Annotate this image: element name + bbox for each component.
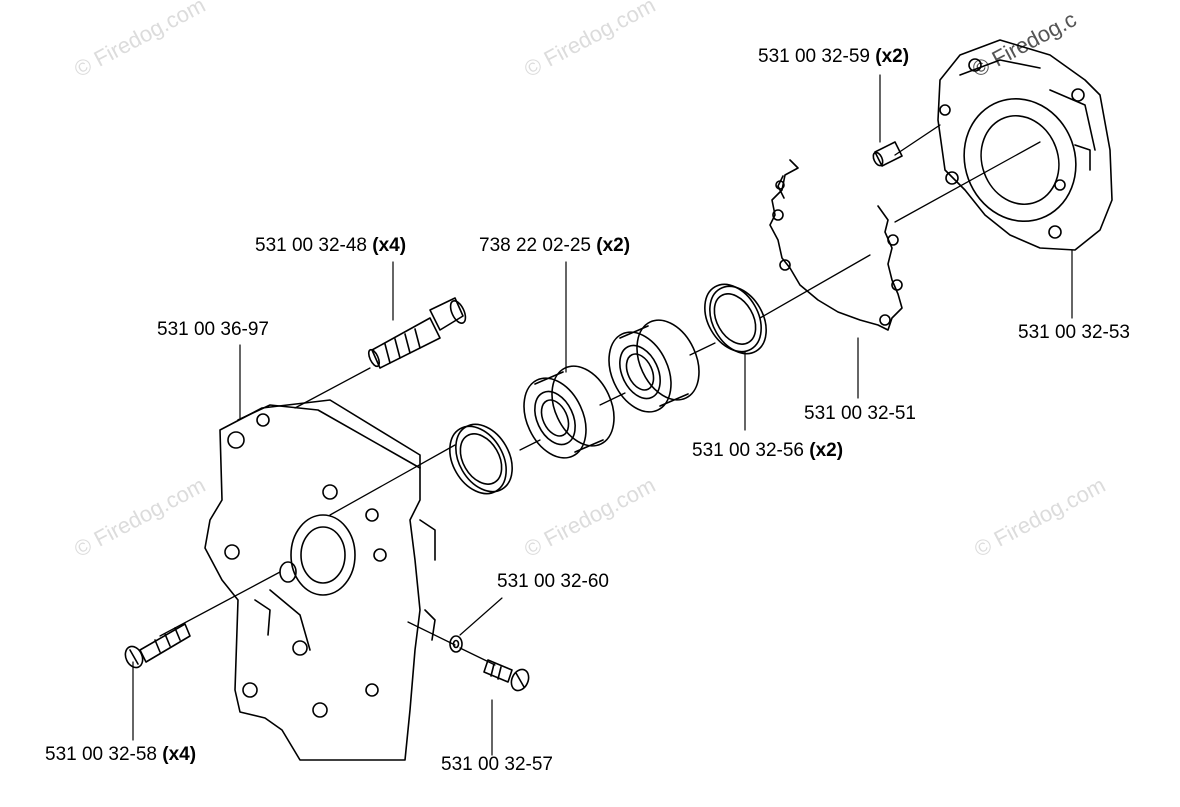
bolt-part bbox=[367, 297, 467, 369]
part-label-531-00-32-56: 531 00 32-56 (x2) bbox=[692, 441, 843, 460]
screw-part bbox=[483, 659, 530, 692]
part-label-531-00-32-53: 531 00 32-53 bbox=[1018, 323, 1130, 342]
part-number: 531 00 36-97 bbox=[157, 319, 269, 340]
seal-ring-part bbox=[704, 283, 767, 355]
part-label-738-22-02-25: 738 22 02-25 (x2) bbox=[479, 236, 630, 255]
part-number: 531 00 32-59 bbox=[758, 46, 870, 67]
bearing-part bbox=[523, 365, 615, 459]
part-number: 531 00 32-57 bbox=[441, 755, 553, 771]
washer-part bbox=[449, 635, 463, 653]
screw-part bbox=[124, 623, 191, 669]
gasket-part bbox=[769, 159, 903, 331]
part-label-531-00-32-58: 531 00 32-58 (x4) bbox=[45, 745, 196, 764]
part-number: 531 00 32-48 bbox=[255, 235, 367, 256]
part-quantity: (x2) bbox=[809, 440, 844, 461]
part-number: 531 00 32-56 bbox=[692, 440, 804, 461]
part-label-531-00-32-59: 531 00 32-59 (x2) bbox=[758, 47, 909, 66]
part-number: 531 00 32-51 bbox=[804, 403, 916, 424]
part-number: 531 00 32-53 bbox=[1018, 322, 1130, 343]
crankcase-part bbox=[937, 39, 1113, 251]
part-number: 738 22 02-25 bbox=[479, 235, 591, 256]
part-label-531-00-32-51: 531 00 32-51 bbox=[804, 404, 916, 423]
part-label-531-00-32-57: 531 00 32-57 bbox=[441, 755, 581, 771]
assembly-axis-lines bbox=[159, 124, 1041, 666]
part-quantity: (x2) bbox=[875, 46, 910, 67]
part-number: 531 00 32-58 bbox=[45, 744, 157, 765]
part-label-531-00-32-60: 531 00 32-60 bbox=[497, 572, 609, 591]
part-number: 531 00 32-60 bbox=[497, 571, 609, 592]
pin-part bbox=[872, 141, 903, 167]
leader-lines bbox=[132, 74, 1073, 756]
part-quantity: (x2) bbox=[596, 235, 631, 256]
part-label-531-00-32-48: 531 00 32-48 (x4) bbox=[255, 236, 406, 255]
part-quantity: (x4) bbox=[162, 744, 197, 765]
part-label-531-00-36-97: 531 00 36-97 bbox=[157, 320, 269, 339]
housing-cover-part bbox=[204, 399, 436, 761]
bearing-part bbox=[608, 319, 700, 413]
seal-ring-part bbox=[449, 423, 513, 495]
part-quantity: (x4) bbox=[372, 235, 407, 256]
